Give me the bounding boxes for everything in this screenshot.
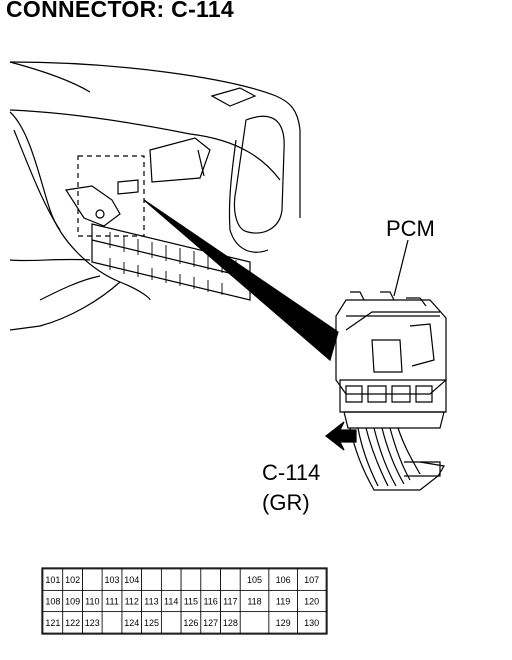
pin-cell (200, 568, 221, 591)
pcm-label: PCM (386, 216, 435, 241)
pin-number: 102 (65, 575, 80, 585)
pin-cell (160, 568, 182, 591)
pin-cell (180, 568, 202, 591)
pin-number: 103 (105, 575, 120, 585)
pin-number: 121 (45, 618, 60, 628)
pin-number: 119 (276, 597, 290, 607)
pin-number: 112 (125, 597, 139, 607)
pin-number: 115 (184, 597, 198, 607)
pin-cell (160, 611, 182, 634)
pin-number: 111 (105, 597, 119, 607)
pin-number: 124 (124, 618, 139, 628)
pin-number: 122 (65, 618, 80, 628)
pin-number: 113 (144, 597, 158, 607)
pin-cell (239, 611, 270, 634)
connector-color-label: (GR) (262, 490, 310, 515)
pin-number: 114 (164, 597, 178, 607)
pin-number: 109 (65, 597, 80, 607)
connector-id-label: C-114 (262, 460, 321, 485)
pin-number: 104 (124, 575, 139, 585)
pin-number: 126 (183, 618, 198, 628)
pin-number: 105 (247, 575, 262, 585)
pin-number: 116 (203, 597, 217, 607)
pin-number: 130 (304, 618, 319, 628)
pinout-frame (41, 567, 328, 635)
pin-number: 106 (276, 575, 291, 585)
pin-number: 125 (144, 618, 159, 628)
page-title: CONNECTOR: C-114 (6, 0, 235, 22)
pin-cell (141, 568, 162, 591)
pin-number: 127 (203, 618, 218, 628)
pin-number: 118 (247, 597, 261, 607)
pin-number: 117 (223, 597, 237, 607)
connector-pinout: 101 102 103 104 105 106 107 108 109 110 111 112 113 1… (41, 567, 328, 635)
pin-number: 129 (276, 618, 291, 628)
pin-number: 110 (85, 597, 99, 607)
pin-cell (82, 568, 103, 591)
pin-number: 123 (85, 618, 100, 628)
pin-number: 107 (304, 575, 319, 585)
pin-number: 120 (304, 597, 319, 607)
pin-number: 108 (45, 597, 60, 607)
pin-number: 128 (223, 618, 238, 628)
pin-cell (220, 568, 241, 591)
pin-cell (101, 611, 123, 634)
pin-number: 101 (45, 575, 60, 585)
pin-cell (297, 611, 327, 634)
